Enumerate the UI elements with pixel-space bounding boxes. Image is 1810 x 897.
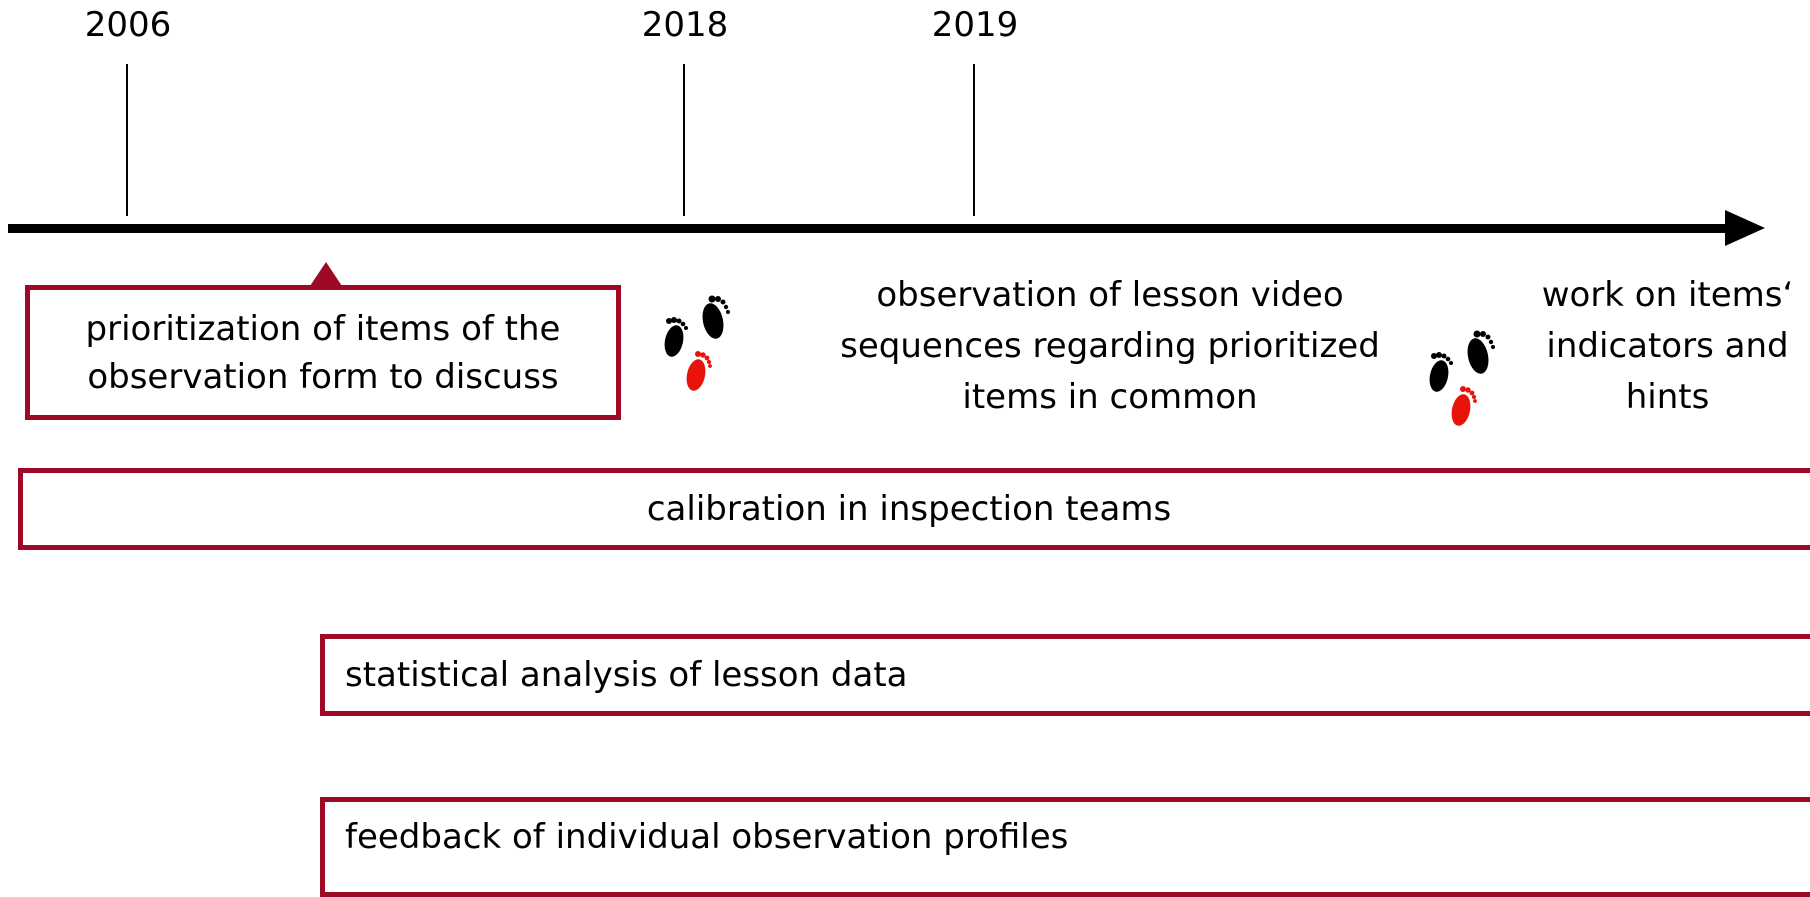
prioritization-box: prioritization of items of the observati… [25,285,621,420]
timeline-marker-icon [310,262,342,286]
feedback-text: feedback of individual observation profi… [345,817,1069,857]
statistical-analysis-text: statistical analysis of lesson data [345,655,908,695]
tick-2019 [973,64,975,216]
footprints-icon [1429,330,1495,426]
year-label-2019: 2019 [931,5,1019,45]
year-label-2018: 2018 [641,5,729,45]
timeline-axis [8,224,1728,233]
year-label-2006: 2006 [84,5,172,45]
prioritization-text: prioritization of items of the observati… [85,308,561,397]
tick-2018 [683,64,685,216]
feedback-box: feedback of individual observation profi… [320,797,1810,897]
timeline-arrowhead-icon [1725,210,1765,246]
statistical-analysis-box: statistical analysis of lesson data [320,634,1810,716]
footprints-icon [664,295,730,391]
observation-video-text: observation of lesson video sequences re… [840,275,1380,417]
calibration-box: calibration in inspection teams [18,468,1810,550]
tick-2006 [126,64,128,216]
work-on-items-text: work on items‘ indicators and hints [1541,275,1794,417]
calibration-text: calibration in inspection teams [646,489,1172,529]
